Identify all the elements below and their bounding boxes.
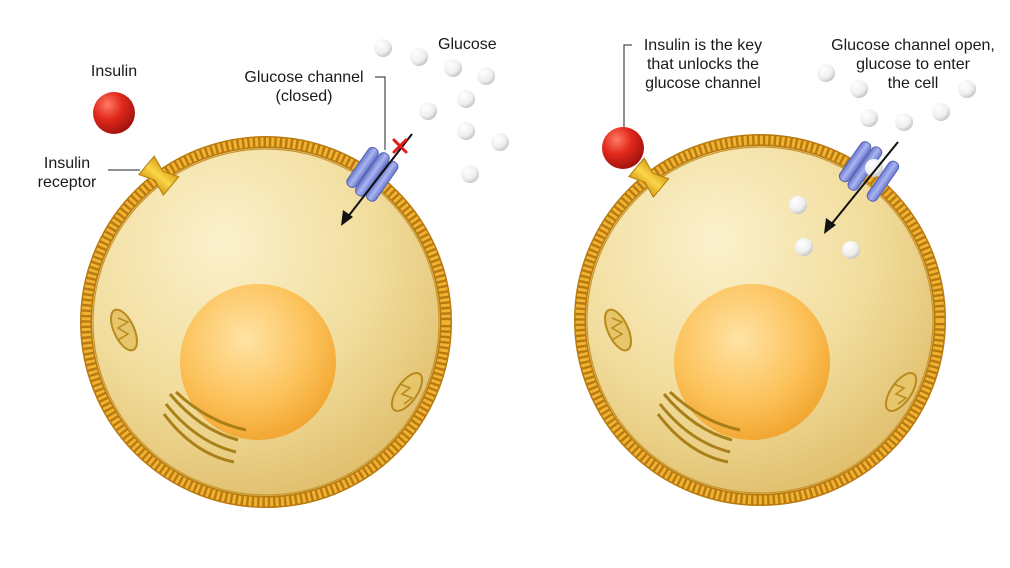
right-insulin-receptor [627,157,670,198]
insulin-receptor-label-line1: Insulin [43,155,91,172]
left-golgi [162,390,247,464]
insulin-key-label: Insulin is the key that unlocks the gluc… [628,36,778,93]
left-nucleus [180,284,336,440]
bound-insulin-molecule [602,127,644,169]
insulin-molecule [93,92,135,134]
left-glucose-molecules [374,39,509,183]
insulin-receptor-label: Insulin receptor [28,154,106,192]
left-insulin-receptor [137,155,180,196]
left-mitochondrion-2 [390,372,424,412]
right-leader-line [623,44,632,127]
insulin-key-label-line2: that unlocks the [646,56,760,73]
left-cell [80,133,452,508]
insulin-receptor-label-line2: receptor [37,174,97,191]
glucose-channel-open-label: Glucose channel open, glucose to enter t… [818,36,1008,93]
left-leader-lines [108,76,386,171]
glucose-channel-closed-label: Glucose channel (closed) [234,68,374,106]
glucose-in-channel [865,159,883,177]
right-nucleus [674,284,830,440]
right-glucose-molecules [789,64,976,259]
insulin-key-label-line3: glucose channel [645,75,761,92]
insulin-label: Insulin [90,63,138,80]
glucose-channel-closed-label-line1: Glucose channel [244,69,364,86]
left-membrane-inner [92,148,440,496]
right-mitochondrion-1 [604,308,632,352]
left-mitochondrion-1 [110,308,138,352]
blocked-x-icon [392,138,408,154]
insulin-key-label-line1: Insulin is the key [643,37,763,54]
glucose-channel-open-label-line1: Glucose channel open, [831,37,995,54]
glucose-channel-open-label-line2: glucose to enter [856,56,970,73]
right-entry-arrow [824,141,899,234]
right-membrane-inner [586,146,934,494]
left-membrane-beads [81,137,451,507]
right-cell [574,127,946,506]
glucose-channel-closed-label-line2: (closed) [275,88,333,105]
glucose-label: Glucose [438,36,497,53]
glucose-channel-open-label-line3: the cell [887,75,939,92]
left-glucose-channel [346,146,399,202]
right-golgi [656,390,741,464]
right-membrane-beads [575,135,945,505]
right-mitochondrion-2 [884,372,918,412]
